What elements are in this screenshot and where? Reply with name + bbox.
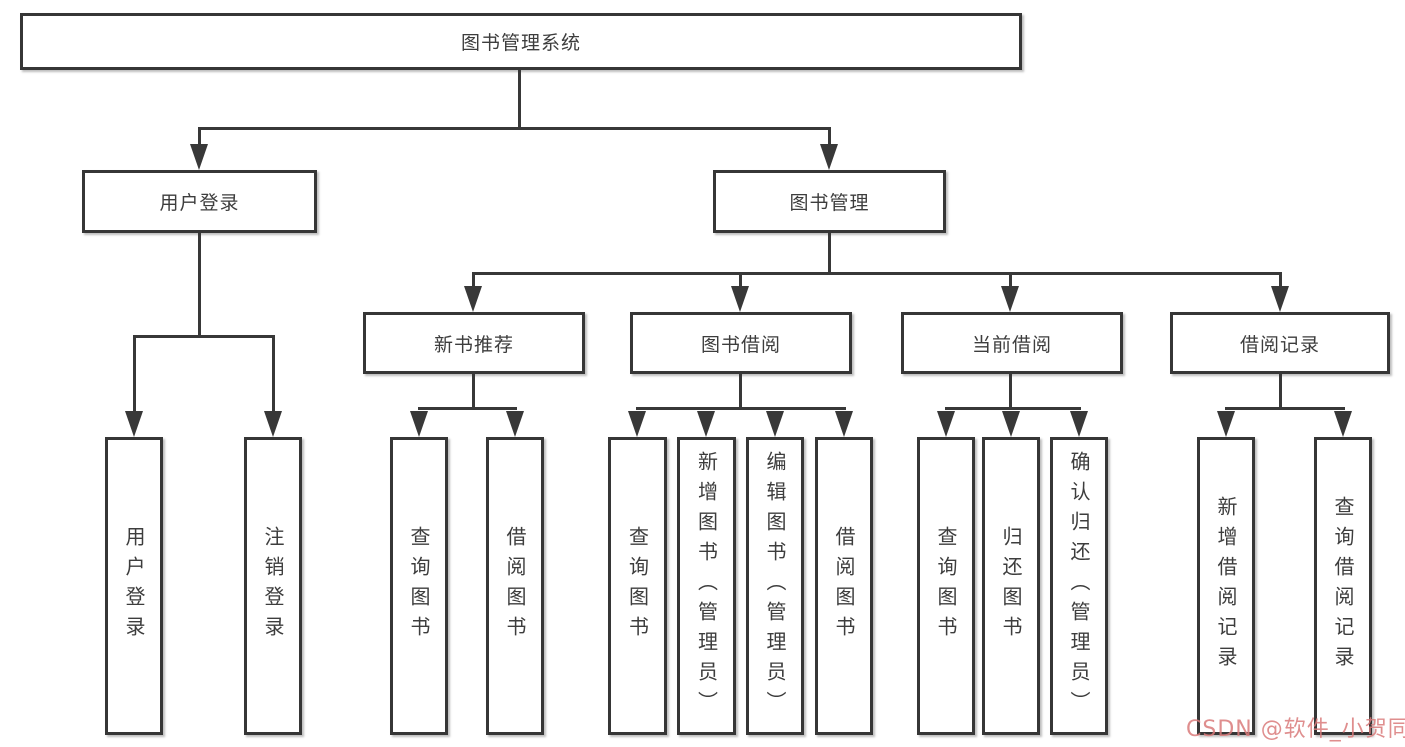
arrowhead-icon [506,411,524,437]
connector-line [945,407,1081,410]
arrowhead-icon [1334,411,1352,437]
arrowhead-icon [1217,411,1235,437]
arrowhead-icon [1070,411,1088,437]
leaf-label: 查询图书 [934,526,958,646]
connector-line [1009,272,1012,288]
node-library-management-system: 图书管理系统 [20,13,1022,70]
leaf-logout: 注销登录 [244,437,302,735]
connector-line [1279,272,1282,288]
leaf-label: 借阅图书 [832,526,856,646]
leaf-query-books: 查询图书 [917,437,975,735]
node-user-login: 用户登录 [82,170,317,233]
leaf-label: 注销登录 [261,526,285,646]
watermark: CSDN @软件_小贺同学 [1186,717,1405,742]
leaf-label: 归还图书 [999,526,1023,646]
leaf-add-book-admin: 新增图书（管理员） [677,437,736,735]
node-borrowing-records: 借阅记录 [1170,312,1390,374]
connector-line [1009,374,1012,410]
connector-line [133,335,275,338]
connector-line [828,233,831,274]
connector-line [272,335,275,413]
leaf-label: 用户登录 [122,526,146,646]
leaf-borrow-books: 借阅图书 [486,437,544,735]
arrowhead-icon [697,411,715,437]
connector-line [198,127,201,149]
leaf-label: 查询图书 [625,526,650,646]
arrowhead-icon [1271,286,1289,312]
leaf-label: 查询借阅记录 [1331,496,1355,676]
connector-line [739,272,742,288]
arrowhead-icon [125,411,143,437]
arrowhead-icon [464,286,482,312]
leaf-label: 查询图书 [407,526,431,646]
arrowhead-icon [820,144,838,170]
connector-line [418,407,517,410]
leaf-add-borrow-record: 新增借阅记录 [1197,437,1255,735]
leaf-label: 新增图书（管理员） [694,451,719,721]
connector-line [1225,407,1345,410]
arrowhead-icon [731,286,749,312]
connector-line [518,70,521,128]
arrowhead-icon [264,411,282,437]
leaf-query-borrow-record: 查询借阅记录 [1314,437,1372,735]
connector-line [198,233,201,337]
leaf-label: 借阅图书 [503,526,527,646]
arrowhead-icon [835,411,853,437]
node-book-borrowing: 图书借阅 [630,312,852,374]
arrowhead-icon [937,411,955,437]
connector-line [1279,374,1282,410]
leaf-label: 确认归还（管理员） [1067,451,1091,721]
leaf-return-book: 归还图书 [982,437,1040,735]
arrowhead-icon [766,411,784,437]
connector-line [133,335,136,413]
connector-line [472,272,1282,275]
connector-line [198,127,831,130]
connector-line [828,127,831,149]
arrowhead-icon [628,411,646,437]
leaf-query-books: 查询图书 [608,437,667,735]
connector-line [739,374,742,410]
node-new-book-recommend: 新书推荐 [363,312,585,374]
leaf-label: 编辑图书（管理员） [763,451,787,721]
leaf-edit-book-admin: 编辑图书（管理员） [746,437,804,735]
connector-line [472,272,475,288]
arrowhead-icon [1001,286,1019,312]
leaf-borrow-books: 借阅图书 [815,437,873,735]
leaf-query-books: 查询图书 [390,437,448,735]
connector-line [636,407,846,410]
leaf-label: 新增借阅记录 [1214,496,1238,676]
arrowhead-icon [1002,411,1020,437]
node-current-borrowing: 当前借阅 [901,312,1123,374]
leaf-user-login: 用户登录 [105,437,163,735]
node-book-management: 图书管理 [713,170,946,233]
arrowhead-icon [190,144,208,170]
arrowhead-icon [410,411,428,437]
leaf-confirm-return-admin: 确认归还（管理员） [1050,437,1108,735]
connector-line [472,374,475,410]
